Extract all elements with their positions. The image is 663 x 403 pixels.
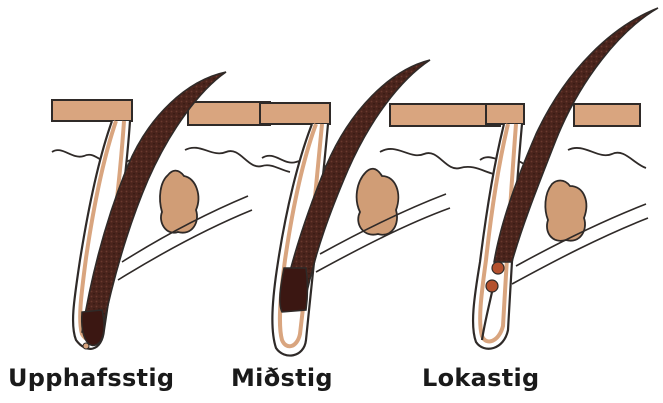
epidermis-line (380, 149, 494, 174)
epidermis-line (185, 148, 290, 172)
follicle-lokastig (473, 8, 658, 349)
skin-band (188, 102, 270, 125)
skin-band (260, 103, 330, 124)
skin-band (390, 104, 500, 126)
follicle-midstig (260, 60, 500, 356)
skin-band (486, 104, 524, 124)
club-hair-bead (486, 280, 498, 292)
skin-band (574, 104, 640, 126)
sebaceous-gland (545, 181, 586, 241)
skin-band (52, 100, 132, 121)
stage-label-lokastig: Lokastig (422, 364, 540, 392)
follicle-upphafsstig (52, 72, 290, 349)
club-hair-bead (492, 262, 504, 274)
stage-label-midstig: Miðstig (231, 364, 333, 392)
hair-bulb (280, 268, 308, 312)
epidermis-line (568, 148, 646, 168)
stage-label-upphafsstig: Upphafsstig (8, 364, 174, 392)
sebaceous-gland (160, 171, 198, 233)
hair-bulb (82, 310, 104, 345)
dermal-papilla (83, 343, 89, 349)
